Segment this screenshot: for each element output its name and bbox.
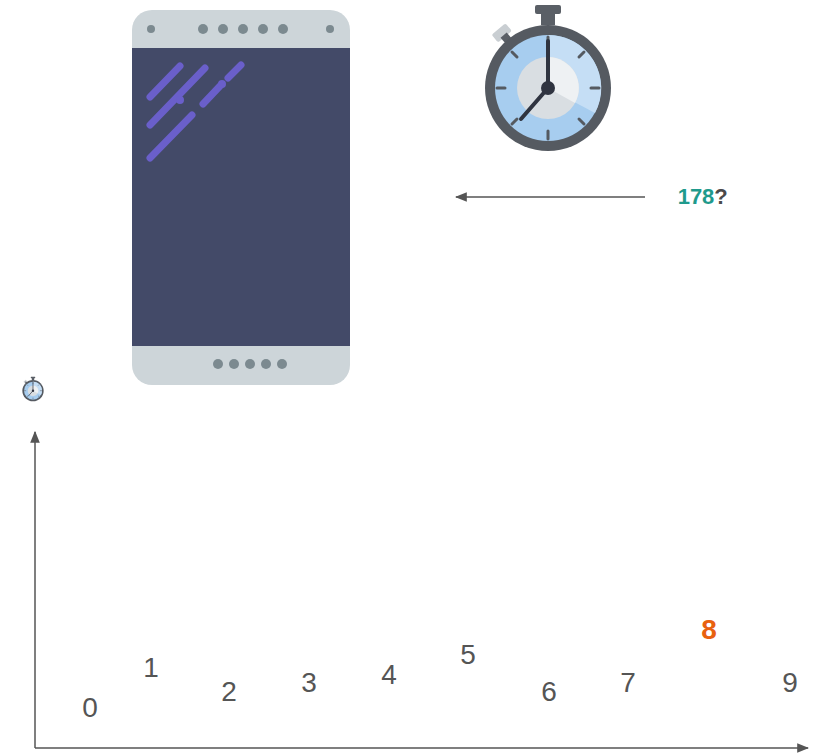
stopwatch-icon — [22, 377, 43, 402]
point-number: 3 — [301, 669, 317, 697]
value-text: 178 — [678, 186, 715, 208]
question-mark: ? — [714, 186, 727, 208]
arrow — [456, 196, 645, 198]
highlight-number: 8 — [701, 616, 717, 644]
point-number: 6 — [541, 678, 557, 706]
point-number: 5 — [460, 641, 476, 669]
point-number: 0 — [82, 694, 98, 722]
point-number: 4 — [381, 661, 397, 689]
phone-illustration — [132, 10, 350, 385]
point-number: 1 — [143, 654, 159, 682]
point-number: 9 — [782, 669, 798, 697]
y-axis — [34, 432, 36, 748]
stopwatch-illustration — [485, 5, 611, 151]
point-number: 7 — [620, 669, 636, 697]
point-number: 2 — [221, 678, 237, 706]
x-axis — [35, 747, 808, 749]
